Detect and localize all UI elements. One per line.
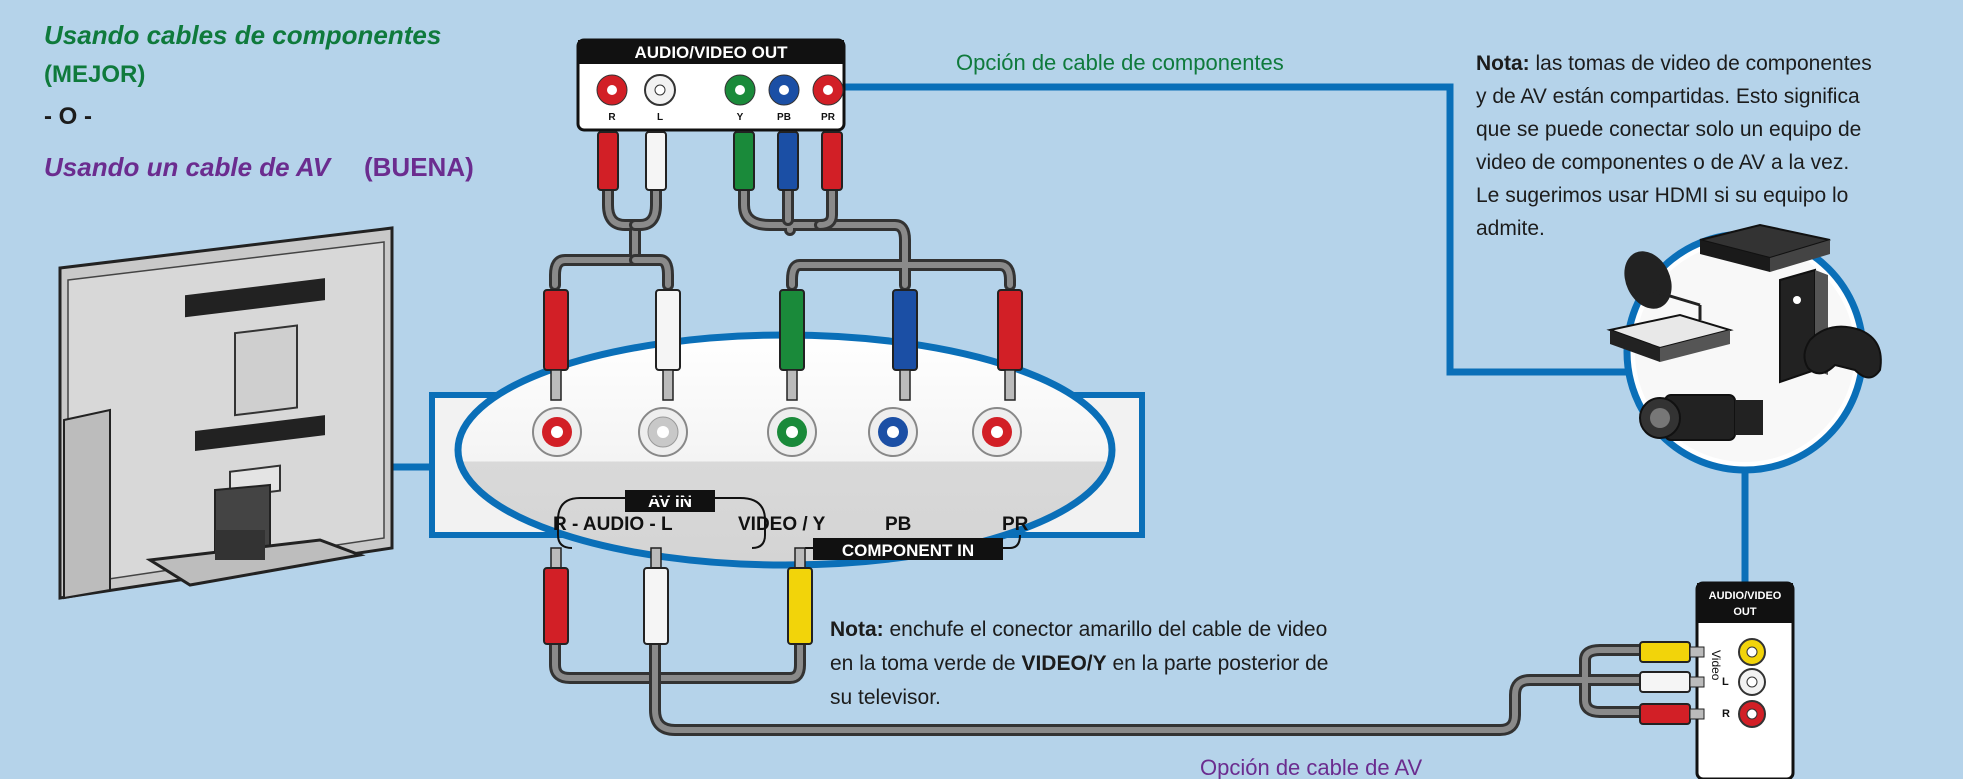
note-top-line4: video de componentes o de AV a la vez. (1476, 151, 1849, 174)
set-top-box-icon (1606, 313, 1734, 362)
av-device-panel: AUDIO/VIDEO OUT Video L R (1695, 581, 1795, 779)
audio-label: R - AUDIO - L (553, 514, 673, 535)
av-rating: (BUENA) (364, 152, 474, 182)
pb-label: PB (885, 514, 911, 535)
tv-plugs-top (543, 289, 1023, 401)
av-device-plugs (1639, 641, 1705, 725)
svg-text:en la toma verde de VIDEO/Y en: en la toma verde de VIDEO/Y en la parte … (830, 652, 1328, 675)
av-in-bracket (557, 497, 766, 549)
note-bottom-line3: su televisor. (830, 686, 941, 709)
note-bottom-video-y: VIDEO/Y (1021, 652, 1106, 675)
tv-jack-row (532, 407, 1022, 457)
tv-rear-panel: AV IN R - AUDIO - L VIDEO / Y PB PR COMP… (429, 331, 1145, 569)
svg-text:Y: Y (737, 112, 744, 123)
note-bottom: Nota: enchufe el conector amarillo del c… (830, 618, 1328, 709)
tv-jack-pb (868, 407, 918, 457)
svg-text:L: L (657, 112, 663, 123)
pr-label: PR (1002, 514, 1029, 535)
component-option-label: Opción de cable de componentes (956, 50, 1284, 75)
tv-jack-y (767, 407, 817, 457)
component-cable-top (549, 184, 1016, 291)
source-jack-pr: PR (812, 74, 844, 123)
source-panel: AUDIO/VIDEO OUT R L Y PB PR (576, 38, 846, 132)
av-option-label: Opción de cable de AV (1200, 755, 1423, 779)
tv-jack-pr (972, 407, 1022, 457)
component-in-tag (813, 538, 1003, 560)
component-rating: (MEJOR) (44, 61, 145, 88)
av-cable-bottom (549, 634, 1646, 736)
camcorder-icon (1639, 394, 1763, 441)
av-in-label: AV IN (648, 492, 692, 511)
av-device-title-line2: OUT (1733, 606, 1757, 618)
note-top-line5: Le sugerimos usar HDMI si su equipo lo (1476, 184, 1848, 207)
note-top: Nota: las tomas de video de componentes … (1476, 52, 1872, 240)
note-bottom-bold: Nota: (830, 618, 884, 641)
svg-text:PB: PB (777, 112, 791, 123)
note-top-line2: y de AV están compartidas. Esto signific… (1476, 85, 1860, 108)
av-device-jack-r (1738, 700, 1766, 728)
av-heading: Usando un cable de AV (44, 152, 333, 182)
svg-text:PR: PR (821, 112, 836, 123)
satellite-dish-icon (1624, 251, 1702, 320)
av-device-jack-l (1738, 668, 1766, 696)
svg-text:R: R (608, 112, 616, 123)
device-group (1606, 223, 1882, 474)
source-panel-title: AUDIO/VIDEO OUT (634, 43, 788, 62)
source-jack-pb: PB (768, 74, 800, 123)
note-bottom-line2b: en la parte posterior de (1107, 652, 1329, 675)
av-device-jack-video (1738, 638, 1766, 666)
av-device-title-line1: AUDIO/VIDEO (1709, 590, 1782, 602)
svg-text:Nota: enchufe el conector amar: Nota: enchufe el conector amarillo del c… (830, 618, 1327, 641)
source-jack-r: R (596, 74, 628, 123)
component-heading: Usando cables de componentes (44, 20, 441, 50)
tv-jack-r (532, 407, 582, 457)
av-device-l-label: L (1722, 676, 1729, 688)
source-plugs (597, 131, 843, 191)
note-top-line3: que se puede conectar solo un equipo de (1476, 118, 1861, 141)
heading-block: Usando cables de componentes (MEJOR) - O… (44, 20, 474, 182)
separator-text: - O - (44, 103, 92, 130)
av-in-tag (625, 490, 715, 512)
note-bottom-line2a: en la toma verde de (830, 652, 1021, 675)
note-top-line1: las tomas de video de componentes (1530, 52, 1872, 75)
component-route-line (844, 83, 1640, 376)
tv-jack-l (638, 407, 688, 457)
note-bottom-line1: enchufe el conector amarillo del cable d… (884, 618, 1328, 641)
av-device-r-label: R (1722, 708, 1730, 720)
note-top-line6: admite. (1476, 217, 1545, 240)
tv-plugs-bottom (543, 547, 813, 645)
dvd-player-icon (1699, 223, 1831, 272)
note-top-bold: Nota: (1476, 52, 1530, 75)
av-device-video-label: Video (1709, 650, 1723, 681)
video-y-label: VIDEO / Y (738, 514, 826, 535)
component-in-label: COMPONENT IN (842, 541, 974, 560)
game-controller-icon (1803, 325, 1882, 379)
svg-text:Nota: las tomas de video de co: Nota: las tomas de video de componentes (1476, 52, 1872, 75)
source-jack-l: L (644, 74, 676, 123)
source-jack-y: Y (724, 74, 756, 123)
tv-illustration (58, 226, 394, 600)
